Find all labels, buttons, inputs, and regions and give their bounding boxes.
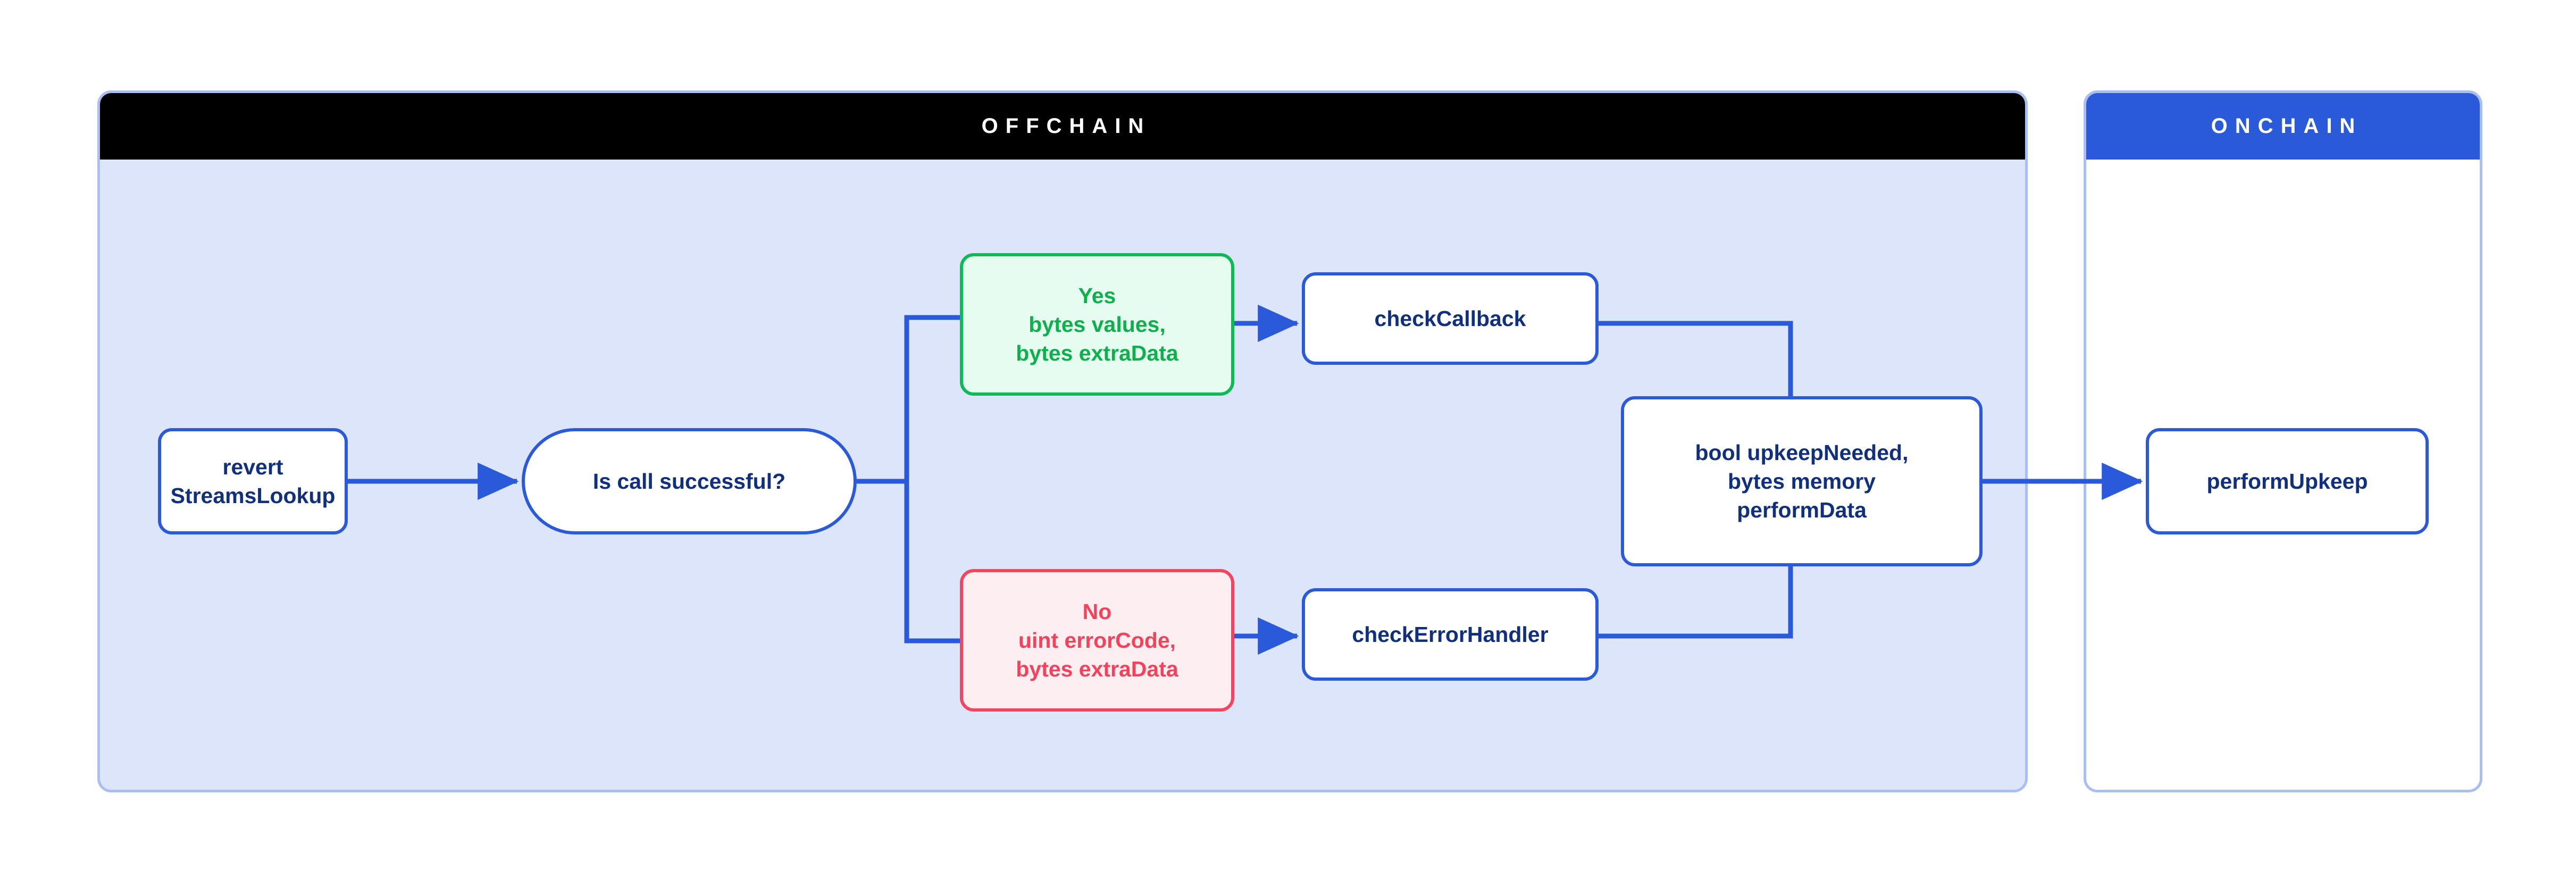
no-line-3: bytes extraData [1016,657,1178,682]
yes-line-3: bytes extraData [1016,341,1178,366]
node-no-branch[interactable]: No uint errorCode, bytes extraData [960,569,1234,712]
panel-onchain-title: ONCHAIN [2086,93,2480,160]
upkeep-line-3: performData [1737,498,1867,523]
node-upkeepneeded-performdata-label: bool upkeepNeeded, bytes memory performD… [1695,438,1909,524]
node-checkcallback-label: checkCallback [1374,306,1526,331]
upkeep-line-1: bool upkeepNeeded, [1695,440,1909,465]
no-line-1: No [1082,599,1112,624]
revert-line-1: revert [222,454,283,479]
upkeep-line-2: bytes memory [1727,469,1876,494]
no-line-2: uint errorCode, [1018,628,1176,653]
node-yes-branch-label: Yes bytes values, bytes extraData [1016,281,1178,367]
node-checkcallback[interactable]: checkCallback [1302,272,1599,365]
node-upkeepneeded-performdata[interactable]: bool upkeepNeeded, bytes memory performD… [1621,396,1983,566]
node-performupkeep[interactable]: performUpkeep [2146,428,2429,534]
node-revert-streamslookup-label: revert StreamsLookup [171,453,336,510]
node-performupkeep-label: performUpkeep [2206,469,2368,494]
node-is-call-successful[interactable]: Is call successful? [522,428,857,534]
node-revert-streamslookup[interactable]: revert StreamsLookup [158,428,348,534]
yes-line-1: Yes [1078,283,1116,308]
node-checkerrorhandler[interactable]: checkErrorHandler [1302,588,1599,681]
node-is-call-successful-label: Is call successful? [592,469,786,494]
revert-line-2: StreamsLookup [170,483,336,508]
node-yes-branch[interactable]: Yes bytes values, bytes extraData [960,253,1234,396]
yes-line-2: bytes values, [1028,312,1166,337]
node-checkerrorhandler-label: checkErrorHandler [1352,622,1549,647]
node-no-branch-label: No uint errorCode, bytes extraData [1016,597,1178,683]
panel-offchain-title: OFFCHAIN [100,93,2025,160]
